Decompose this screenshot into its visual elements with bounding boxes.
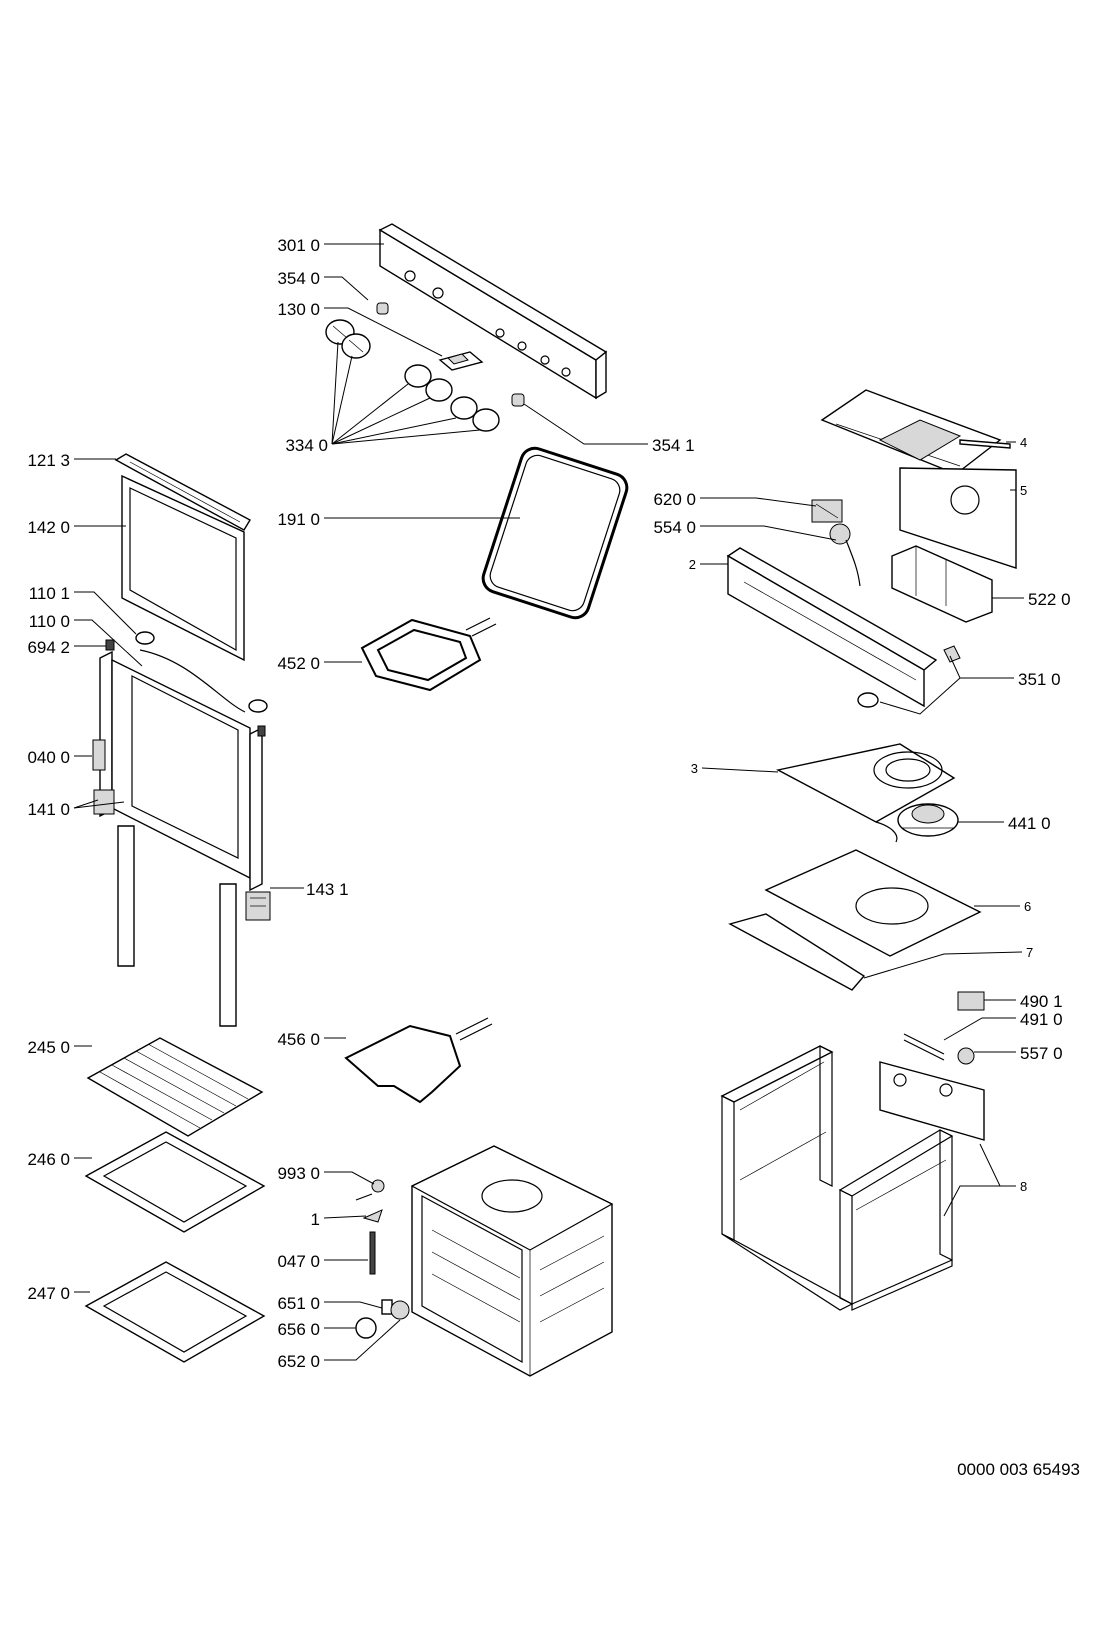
oven-lamp-part	[355, 1299, 410, 1339]
callout-354-1: 354 1	[652, 436, 695, 455]
door-top-trim-part	[114, 453, 251, 531]
callout-4: 4	[1020, 435, 1027, 450]
callout-993-0: 993 0	[277, 1164, 320, 1183]
oven-cavity-part	[410, 1145, 614, 1377]
outer-door-glass-part	[121, 474, 245, 662]
callout-labels: 301 0 354 0 130 0 334 0 354 1 121 3 142 …	[27, 236, 1070, 1371]
callout-8: 8	[1020, 1179, 1027, 1194]
fan-motor-part	[897, 803, 959, 837]
control-panel-part	[378, 223, 608, 400]
document-number: 0000 003 65493	[957, 1460, 1080, 1479]
push-button-part	[376, 302, 525, 407]
callout-491-0: 491 0	[1020, 1010, 1063, 1029]
callout-110-0: 110 0	[29, 612, 70, 631]
door-catch-part	[245, 891, 271, 921]
callout-047-0: 047 0	[277, 1252, 320, 1271]
callout-652-0: 652 0	[277, 1352, 320, 1371]
callout-694-2: 694 2	[27, 638, 70, 657]
inner-door-part	[92, 650, 266, 1027]
thermostat-part	[829, 523, 861, 587]
baking-tray-part	[84, 1131, 266, 1233]
callout-143-1: 143 1	[306, 880, 349, 899]
clip-part	[105, 639, 115, 651]
fasteners-part	[355, 1179, 385, 1275]
grill-element-part	[360, 617, 497, 692]
callout-110-1: 110 1	[29, 584, 70, 603]
callout-334-0: 334 0	[285, 436, 328, 455]
callout-2: 2	[689, 557, 696, 572]
callout-7: 7	[1026, 945, 1033, 960]
deep-tray-part	[84, 1261, 266, 1363]
spacer-part	[857, 645, 961, 708]
callout-620-0: 620 0	[653, 490, 696, 509]
callout-351-0: 351 0	[1018, 670, 1061, 689]
control-knobs-part	[325, 319, 500, 432]
leader-lines	[73, 243, 1024, 1361]
callout-141-0: 141 0	[27, 800, 70, 819]
callout-554-0: 554 0	[653, 518, 696, 537]
callout-522-0: 522 0	[1028, 590, 1071, 609]
selector-switch-part	[811, 499, 843, 523]
door-hinge-pieces-part	[135, 631, 268, 713]
callout-247-0: 247 0	[27, 1284, 70, 1303]
callout-040-0: 040 0	[27, 748, 70, 767]
callout-301-0: 301 0	[277, 236, 320, 255]
callout-354-0: 354 0	[277, 269, 320, 288]
callout-452-0: 452 0	[277, 654, 320, 673]
callout-191-0: 191 0	[277, 510, 320, 529]
callout-1: 1	[311, 1210, 320, 1229]
callout-130-0: 130 0	[277, 300, 320, 319]
top-plate-part	[728, 849, 982, 991]
callout-5: 5	[1020, 483, 1027, 498]
callout-246-0: 246 0	[27, 1150, 70, 1169]
door-seal-part	[481, 446, 629, 620]
wire-rack-part	[86, 1037, 264, 1137]
fan-cover-part	[775, 743, 956, 843]
callout-456-0: 456 0	[277, 1030, 320, 1049]
callout-121-3: 121 3	[27, 451, 70, 470]
lower-element-part	[344, 1017, 493, 1104]
top-cover-part	[820, 389, 1017, 569]
switch-module-part	[438, 351, 484, 371]
callout-490-1: 490 1	[1020, 992, 1063, 1011]
callout-557-0: 557 0	[1020, 1044, 1063, 1063]
control-bracket-part	[726, 547, 938, 708]
callout-441-0: 441 0	[1008, 814, 1051, 833]
oven-frame-part	[720, 1045, 985, 1311]
callout-656-0: 656 0	[277, 1320, 320, 1339]
callout-142-0: 142 0	[27, 518, 70, 537]
callout-651-0: 651 0	[277, 1294, 320, 1313]
callout-6: 6	[1024, 899, 1031, 914]
relay-module-part	[891, 545, 993, 623]
callout-245-0: 245 0	[27, 1038, 70, 1057]
callout-3: 3	[691, 761, 698, 776]
side-components-part	[903, 991, 985, 1065]
